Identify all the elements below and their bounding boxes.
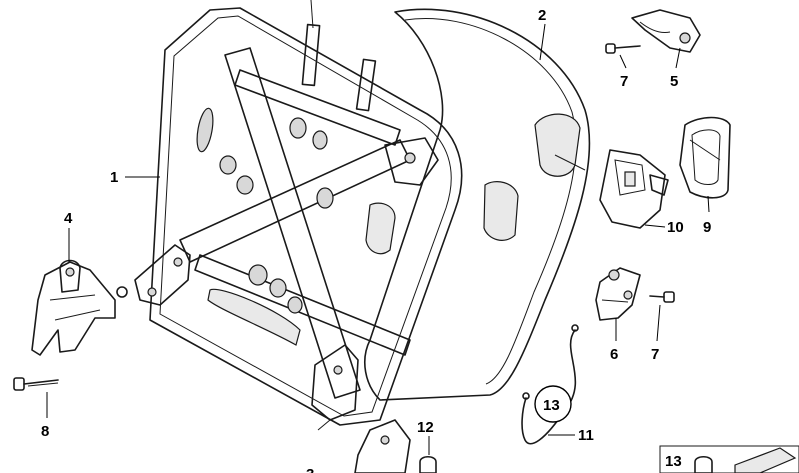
- part-4-hinge-bracket: [31, 259, 116, 356]
- part-8-bolt: [13, 377, 59, 391]
- callout-4: 4: [64, 210, 73, 227]
- callout-labels: 1 2 4 5 7 10 9 6 7 8 11 12 3 13 13: [41, 7, 711, 473]
- callout-13-circle: [534, 385, 572, 423]
- callout-13-circled: 13: [543, 397, 560, 414]
- callout-8: 8: [41, 423, 49, 440]
- callout-3-partial: 3: [306, 466, 314, 473]
- part-7-screw-lower: [649, 291, 675, 303]
- part-2-backrest-cover: [364, 8, 591, 401]
- part-12-clip: [419, 455, 437, 473]
- callout-6: 6: [610, 346, 618, 363]
- callout-7-upper: 7: [620, 73, 628, 90]
- part-9-bezel: [679, 116, 731, 199]
- part-7-screw-upper: [605, 43, 641, 54]
- part-5-hook: [631, 9, 701, 53]
- part-10-latch: [599, 149, 669, 229]
- part-1-seat-back-frame: [116, 0, 463, 431]
- callout-1: 1: [110, 169, 118, 186]
- part-11-cable: [521, 324, 579, 445]
- callout-10: 10: [667, 219, 684, 236]
- part-6-lock: [595, 267, 641, 321]
- callout-11: 11: [578, 427, 594, 444]
- callout-7-lower: 7: [651, 346, 659, 363]
- callout-12: 12: [417, 419, 434, 436]
- part-3-lower-bracket: [354, 419, 411, 473]
- part-13-inset: [659, 445, 799, 473]
- callout-9: 9: [703, 219, 711, 236]
- callout-13-inset: 13: [665, 453, 682, 470]
- callout-2: 2: [538, 7, 546, 24]
- callout-5: 5: [670, 73, 678, 90]
- leader-lines: [46, 23, 710, 455]
